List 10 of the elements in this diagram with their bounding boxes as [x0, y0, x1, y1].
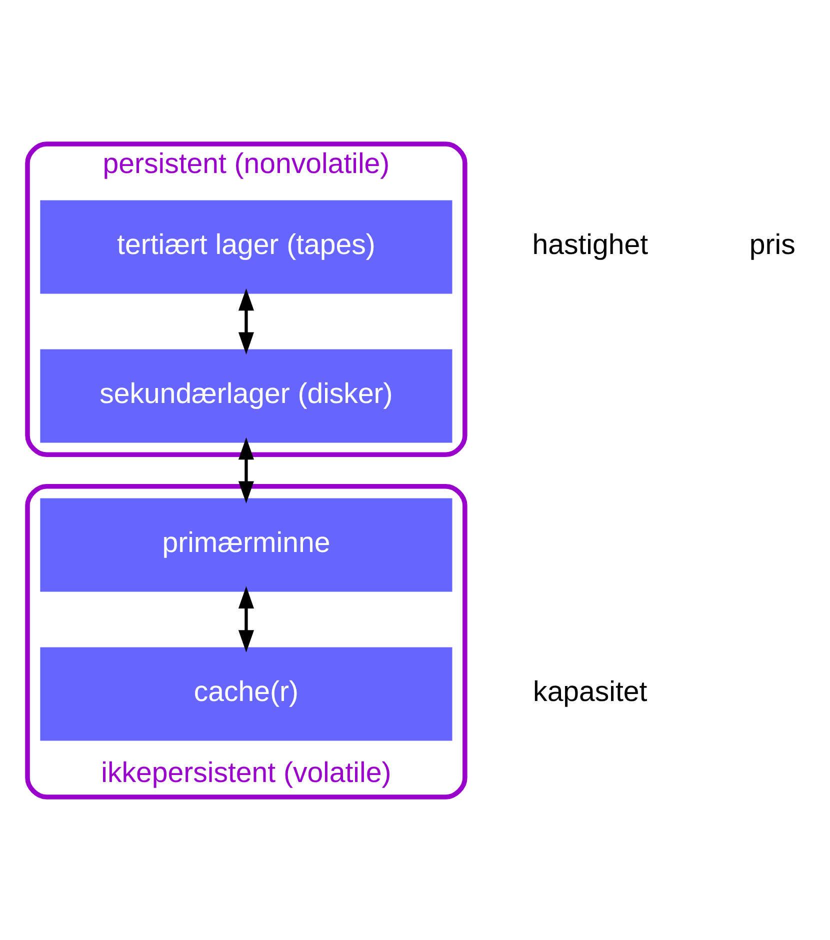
label: pris [749, 228, 796, 261]
node-box: sekundærlager (disker) [40, 348, 452, 442]
node-box: cache(r) [40, 646, 452, 740]
arrow [238, 288, 254, 354]
arrow [238, 586, 254, 652]
label: kapasitet [533, 675, 648, 708]
label: hastighet [532, 228, 648, 261]
node-box: primærminne [40, 498, 452, 592]
arrow [238, 436, 254, 503]
node-box: tertiært lager (tapes) [40, 200, 452, 294]
